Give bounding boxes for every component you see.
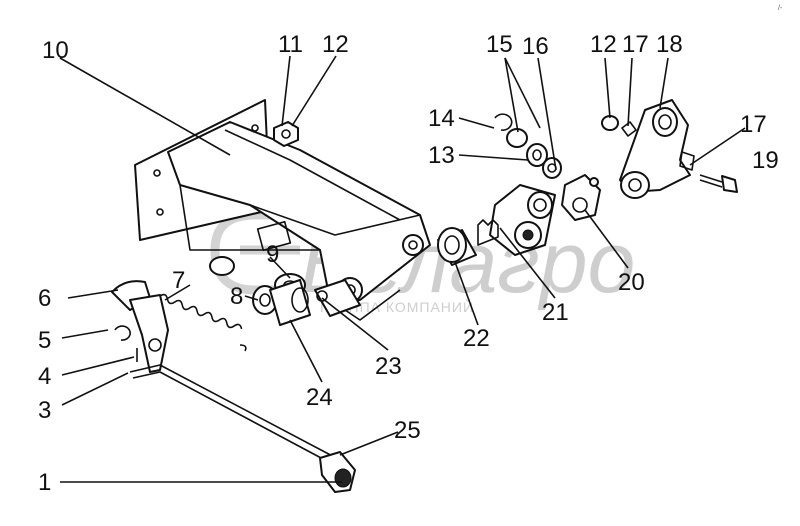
callout-25: 25: [394, 417, 421, 444]
callout-16: 16: [522, 33, 549, 60]
part-6-sector: [111, 280, 169, 373]
part-5-circlip: [114, 325, 131, 341]
callout-8: 8: [230, 283, 243, 310]
part-20-cross: [561, 174, 601, 221]
callout-20: 20: [618, 269, 645, 296]
part-13-washers: [506, 128, 562, 179]
leader-lines: [59, 55, 746, 483]
callout-5: 5: [38, 327, 51, 354]
callout-21: 21: [542, 299, 569, 326]
part-7-spring: [159, 293, 247, 352]
callout-3: 3: [38, 397, 51, 424]
callout-7: 7: [172, 267, 185, 294]
corner-mark: /-: [778, 5, 783, 12]
callout-14: 14: [428, 105, 455, 132]
part-18-fork: [601, 99, 695, 199]
callout-18: 18: [656, 31, 683, 58]
callout-19: 19: [752, 147, 779, 174]
callout-4: 4: [38, 363, 51, 390]
part-25-rod-end: [319, 451, 356, 493]
callout-1: 1: [38, 469, 51, 496]
callout-13: 13: [428, 142, 455, 169]
callout-labels: 10 11 12 15 16 12 17 18 14 13 17 19 9 7 …: [38, 31, 779, 496]
callout-6: 6: [38, 285, 51, 312]
part-24-pin: [269, 279, 311, 326]
part-11-nut: [273, 121, 299, 147]
callout-23: 23: [375, 353, 402, 380]
callout-12-right: 12: [590, 31, 617, 58]
callout-17-top: 17: [622, 31, 649, 58]
callout-10: 10: [42, 37, 69, 64]
callout-11: 11: [278, 31, 303, 58]
callout-9: 9: [266, 241, 279, 268]
part-23-bolt: [314, 279, 361, 317]
part-21-housing: [477, 184, 556, 256]
callout-12: 12: [322, 31, 349, 58]
callout-24: 24: [306, 384, 333, 411]
callout-22: 22: [463, 325, 490, 352]
part-14-circlip: [494, 113, 513, 131]
part-3-rod: [129, 364, 341, 468]
callout-15: 15: [486, 31, 513, 58]
callout-17-right: 17: [740, 111, 767, 138]
part-19-bolt: [699, 174, 738, 193]
part-22-bearing: [437, 227, 477, 266]
